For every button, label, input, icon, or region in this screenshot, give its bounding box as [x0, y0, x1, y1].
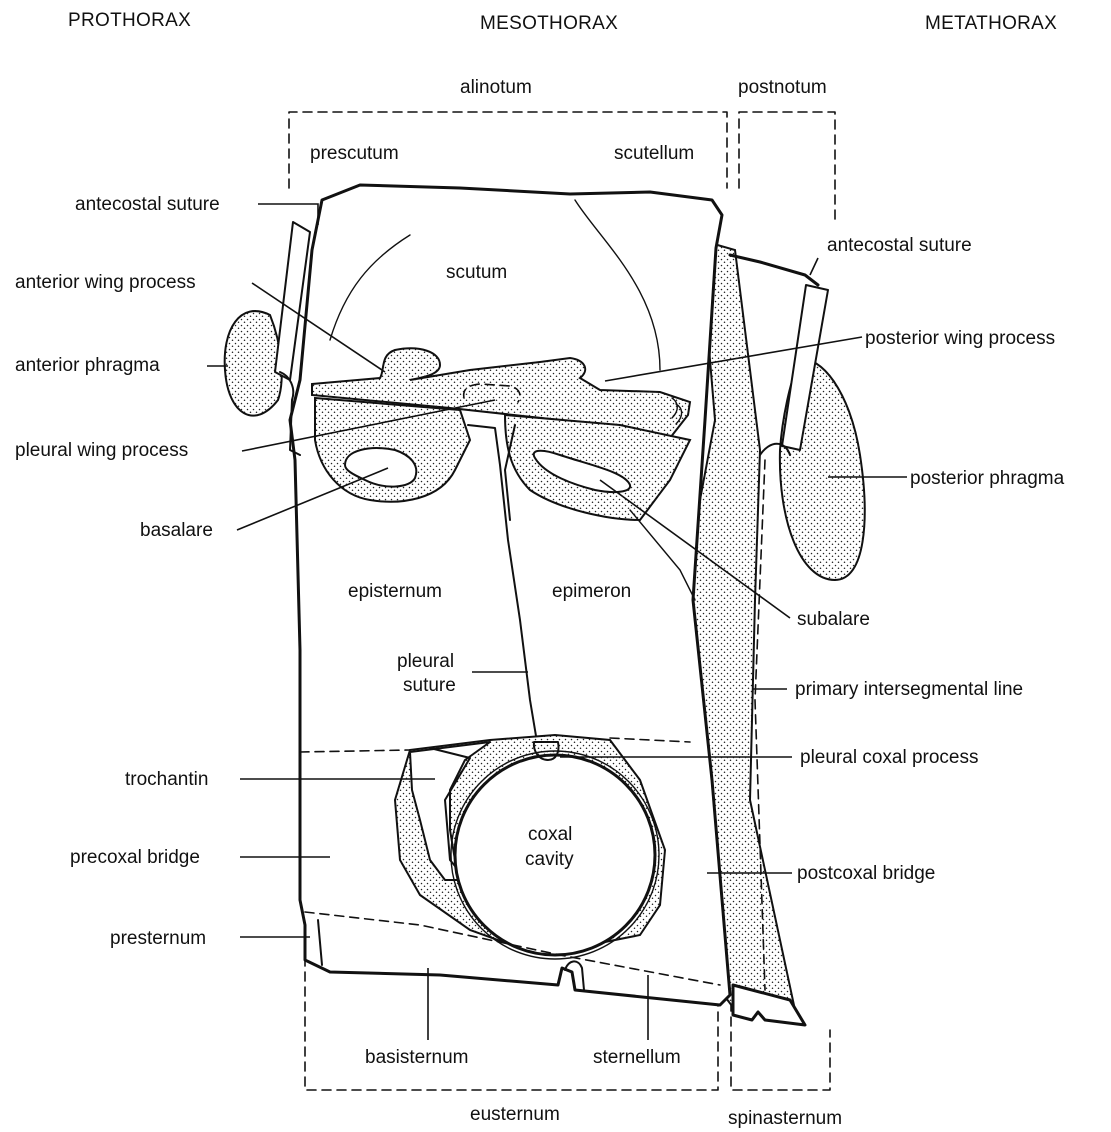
prothorax-heading: PROTHORAX [68, 10, 191, 31]
mesothorax-heading: MESOTHORAX [480, 13, 618, 34]
antecostal-suture-left-label: antecostal suture [75, 194, 220, 215]
pleural-wing-process-label: pleural wing process [15, 440, 188, 461]
posterior-wing-process-label: posterior wing process [865, 328, 1055, 349]
anterior-phragma-label: anterior phragma [15, 355, 160, 376]
pleural-coxal-process-label: pleural coxal process [800, 747, 978, 768]
scutum-label: scutum [446, 262, 507, 283]
postnotum-bracket [739, 112, 835, 220]
epimeron-label: epimeron [552, 581, 631, 602]
coxal-cavity-label-line2: cavity [525, 849, 574, 870]
subalare-label: subalare [797, 609, 870, 630]
presternum-label: presternum [110, 928, 206, 949]
prescutum-label: prescutum [310, 143, 399, 164]
alinotum-label: alinotum [460, 77, 532, 98]
sternellum-label: sternellum [593, 1047, 681, 1068]
basisternum-label: basisternum [365, 1047, 469, 1068]
pleural-suture-label-line2: suture [403, 675, 456, 696]
trochantin-label: trochantin [125, 769, 208, 790]
antecostal-suture-right-label: antecostal suture [827, 235, 972, 256]
scutellum-label: scutellum [614, 143, 694, 164]
episternum-label: episternum [348, 581, 442, 602]
postcoxal-bridge-label: postcoxal bridge [797, 863, 935, 884]
posterior-phragma-label: posterior phragma [910, 468, 1065, 489]
posterior-phragma [760, 285, 865, 580]
precoxal-bridge-label: precoxal bridge [70, 847, 200, 868]
coxal-cavity-label-line1: coxal [528, 824, 572, 845]
postnotum-label: postnotum [738, 77, 827, 98]
spinasternum-label: spinasternum [728, 1108, 842, 1129]
pleural-suture-label-line1: pleural [397, 651, 454, 672]
primary-intersegmental-line-label: primary intersegmental line [795, 679, 1023, 700]
eusternum-label: eusternum [470, 1104, 560, 1125]
basalare-label: basalare [140, 520, 213, 541]
metathorax-heading: METATHORAX [925, 13, 1057, 34]
anterior-wing-process-label: anterior wing process [15, 272, 196, 293]
